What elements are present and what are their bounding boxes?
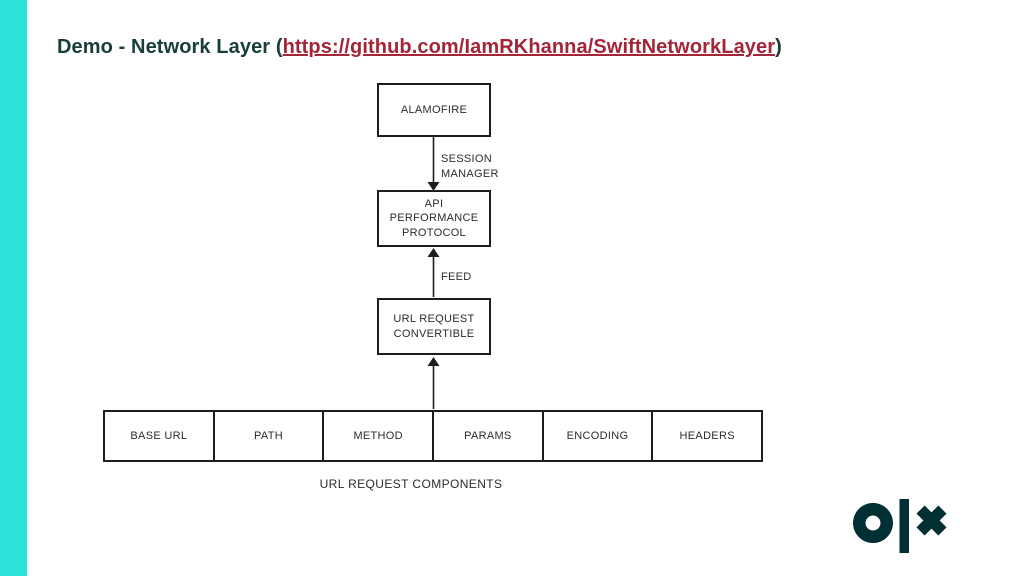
node-alamofire-label: ALAMOFIRE [400, 103, 468, 116]
olx-x [916, 505, 947, 536]
edge-label-session-manager: SESSION MANAGER [441, 153, 499, 180]
node-url-request-convertible: URL REQUEST CONVERTIBLE [377, 298, 491, 355]
github-repo-link[interactable]: https://github.com/IamRKhanna/SwiftNetwo… [282, 36, 776, 58]
edge-label-feed: FEED [441, 271, 472, 283]
arrow-feed-icon [427, 248, 440, 297]
component-cell-method: METHOD [324, 412, 435, 460]
left-accent-bar [0, 0, 27, 576]
component-cell-headers: HEADERS [679, 430, 735, 442]
node-api-performance-protocol-label: API PERFORMANCE PROTOCOL [389, 198, 479, 239]
olx-logo-icon [853, 499, 947, 553]
node-url-request-convertible-label: URL REQUEST CONVERTIBLE [393, 313, 475, 340]
title-prefix: Demo - Network Layer ( [57, 36, 283, 58]
component-cell-params: PARAMS [434, 412, 544, 460]
url-request-components-row: BASE URL PATH METHOD PARAMS ENCODING HEA… [103, 410, 763, 462]
title-suffix: ) [775, 36, 782, 58]
arrow-components-icon [427, 357, 440, 409]
olx-bar [899, 499, 909, 553]
slide-title: Demo - Network Layer (https://github.com… [57, 36, 782, 59]
node-alamofire: ALAMOFIRE [377, 83, 491, 137]
component-cell-encoding: ENCODING [544, 412, 654, 460]
component-cell-path: PATH [215, 412, 325, 460]
component-cell-base-url: BASE URL [105, 412, 215, 460]
node-api-performance-protocol: API PERFORMANCE PROTOCOL [377, 190, 491, 247]
olx-o [853, 503, 894, 543]
components-caption: URL REQUEST COMPONENTS [319, 477, 503, 491]
arrow-session-manager-icon [427, 137, 440, 191]
